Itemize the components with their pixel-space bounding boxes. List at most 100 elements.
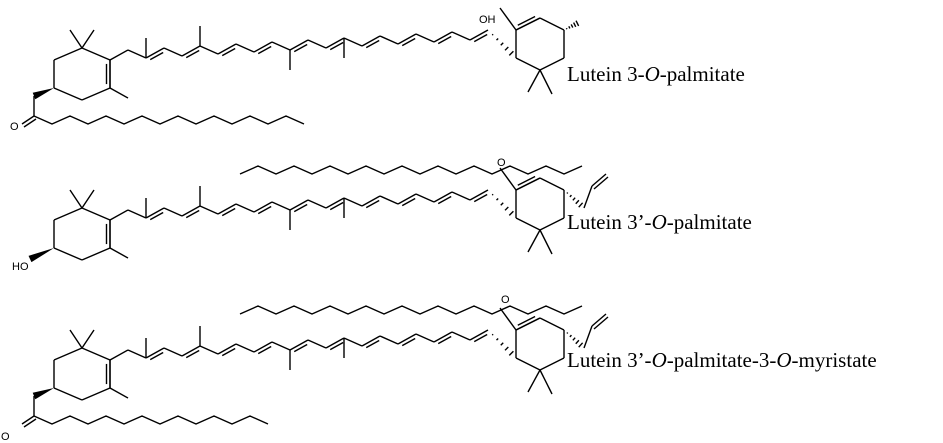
methyl <box>527 229 541 253</box>
methyl <box>69 329 83 349</box>
carbonyl <box>593 176 609 190</box>
double-bond <box>253 41 273 53</box>
double-bond <box>473 193 488 203</box>
methyl <box>539 229 553 255</box>
double-bond <box>365 39 380 49</box>
polyene-bond <box>415 193 435 203</box>
polyene-bond <box>343 37 363 47</box>
methyl <box>499 7 517 31</box>
double-bond <box>473 333 488 343</box>
double-bond <box>361 335 381 347</box>
double-bond <box>149 211 164 221</box>
double-bond <box>149 351 164 361</box>
stereo-hash <box>569 194 572 198</box>
stereo-hash <box>575 20 580 27</box>
carbonyl <box>23 118 37 128</box>
polyene-bond <box>343 197 363 207</box>
name-part: -palmitate-3- <box>666 348 777 372</box>
fatty-acid-chain <box>239 305 583 315</box>
double-bond <box>289 339 309 351</box>
polyene-bond <box>415 333 435 343</box>
name-part-italic-o: O <box>651 210 667 234</box>
polyene-bond <box>109 209 129 221</box>
stereo-hash <box>575 339 580 345</box>
polyene-bond <box>199 45 219 55</box>
stereo-hash <box>491 333 494 336</box>
stereo-hash <box>504 206 509 211</box>
polyene-bond <box>379 195 399 205</box>
polyene-bond <box>451 331 471 341</box>
double-bond <box>145 207 165 219</box>
methyl <box>109 387 129 399</box>
structure-lutein-3prime-o-palmitate-3-o-myristate <box>21 305 609 428</box>
double-bond <box>433 31 453 43</box>
double-bond <box>401 37 416 47</box>
double-bond <box>185 349 200 359</box>
ester-oxygen-label-2: O <box>497 157 506 169</box>
stereo-hash <box>572 197 576 201</box>
stereo-hash <box>491 33 494 36</box>
stereo-hash <box>496 38 499 41</box>
ring-bond <box>53 347 83 361</box>
stereo-hash <box>568 25 571 29</box>
fatty-acid-chain <box>33 115 305 125</box>
methyl <box>109 87 129 99</box>
stereo-wedge <box>32 88 54 100</box>
ring-bond <box>539 17 565 31</box>
double-bond <box>515 317 541 331</box>
double-bond <box>185 209 200 219</box>
ring-bond <box>515 217 541 231</box>
double-bond <box>329 201 344 211</box>
polyene-bond <box>127 349 147 359</box>
stereo-hash <box>504 346 509 351</box>
methyl <box>69 29 83 49</box>
stereo-hash <box>491 193 494 196</box>
ring-bond <box>81 207 111 221</box>
polyene-bond <box>235 343 255 353</box>
fatty-acid-chain <box>33 415 269 425</box>
double-bond <box>217 343 237 355</box>
ring-bond <box>81 247 111 261</box>
stereo-hash <box>508 50 514 56</box>
stereo-hash <box>496 198 499 201</box>
name-part-italic-o: O <box>776 348 792 372</box>
ring-bond <box>81 347 111 361</box>
polyene-bond <box>235 43 255 53</box>
ring-bond <box>515 357 541 371</box>
ester-bond <box>583 185 593 209</box>
methyl <box>109 247 129 259</box>
double-bond <box>217 43 237 55</box>
double-bond <box>293 343 308 353</box>
methyl <box>81 29 95 49</box>
name-part-italic-o: O <box>651 348 667 372</box>
name-part: -myristate <box>791 348 877 372</box>
name-part: Lutein 3- <box>567 62 645 86</box>
double-bond <box>181 205 201 217</box>
hydroxyl-label-1: OH <box>479 14 496 26</box>
polyene-bond <box>109 49 129 61</box>
ring-bond <box>81 47 111 61</box>
double-bond <box>221 347 236 357</box>
double-bond <box>517 175 536 186</box>
double-bond <box>217 203 237 215</box>
ring-bond <box>539 317 565 331</box>
ester-oxygen-label-1: O <box>10 121 19 133</box>
stereo-hash <box>575 199 580 205</box>
ring-bond <box>81 387 111 401</box>
double-bond <box>145 347 165 359</box>
double-bond <box>469 189 489 201</box>
name-part: Lutein 3’- <box>567 348 652 372</box>
polyene-bond <box>163 207 183 217</box>
double-bond <box>325 337 345 349</box>
double-bond <box>397 33 417 45</box>
double-bond <box>257 45 272 55</box>
methyl <box>499 167 517 191</box>
double-bond <box>289 199 309 211</box>
name-part: -palmitate <box>659 62 745 86</box>
polyene-bond <box>271 201 291 211</box>
double-bond <box>469 29 489 41</box>
double-bond <box>329 41 344 51</box>
stereo-hash <box>566 332 569 334</box>
polyene-bond <box>451 191 471 201</box>
